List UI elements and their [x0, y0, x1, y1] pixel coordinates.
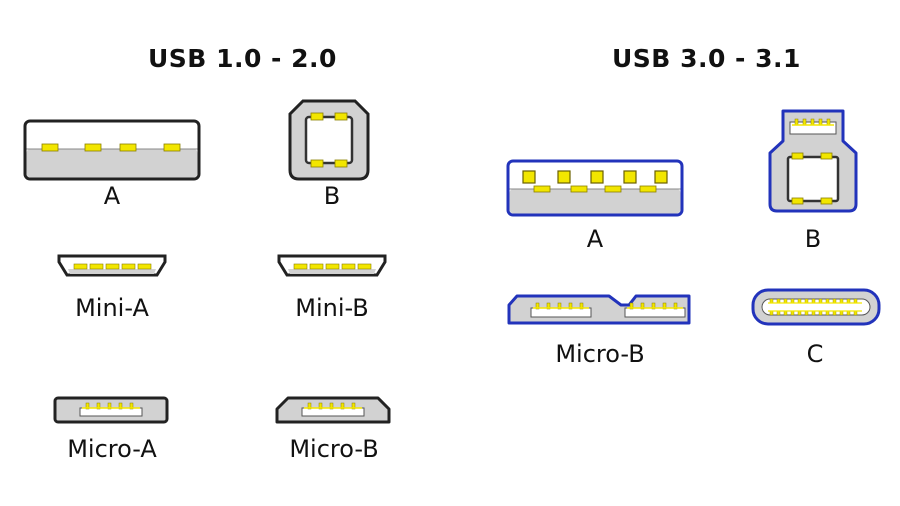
usb2-mini-a-label: Mini-A — [75, 294, 149, 322]
usb3-type-b-label: B — [804, 225, 822, 253]
usb-type-c-label: C — [806, 340, 824, 368]
usb2-type-b-label: B — [323, 182, 341, 210]
usb2-type-a-label: A — [103, 182, 121, 210]
usb2-type-a-icon — [23, 119, 201, 181]
usb2-mini-b-icon — [277, 254, 387, 277]
usb2-micro-a-icon — [53, 396, 169, 424]
usb2-micro-a-label: Micro-A — [67, 435, 157, 463]
usb2-mini-a-icon — [57, 254, 167, 277]
usb2-micro-b-icon — [275, 396, 391, 424]
usb2-section-title: USB 1.0 - 2.0 — [148, 44, 337, 73]
usb2-micro-b-label: Micro-B — [289, 435, 379, 463]
usb2-mini-b-label: Mini-B — [295, 294, 369, 322]
usb3-micro-b-icon — [507, 294, 691, 325]
usb3-micro-b-label: Micro-B — [555, 340, 645, 368]
usb3-type-b-icon — [768, 109, 858, 213]
usb2-type-b-icon — [288, 99, 370, 181]
usb3-section-title: USB 3.0 - 3.1 — [612, 44, 801, 73]
usb3-type-a-label: A — [586, 225, 604, 253]
usb-type-c-icon — [751, 288, 881, 326]
usb3-type-a-icon — [506, 159, 684, 217]
